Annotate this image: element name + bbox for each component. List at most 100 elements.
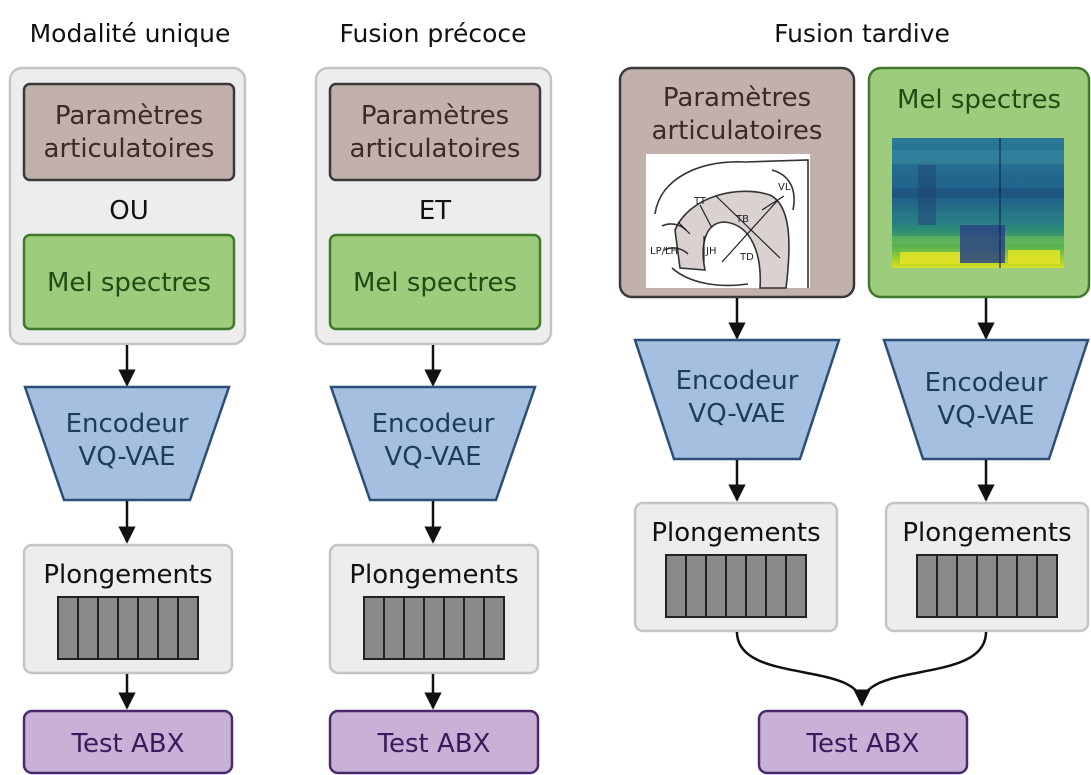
encoder-right-label-line2: VQ-VAE — [937, 401, 1034, 431]
abx-test-box — [22, 709, 234, 775]
embeddings-left-label: Plongements — [651, 518, 820, 548]
embedding-cell — [57, 596, 79, 660]
embedding-vector — [57, 596, 199, 660]
abx-test-label: Test ABX — [71, 729, 185, 759]
embedding-cell — [137, 596, 159, 660]
embeddings-label: Plongements — [43, 560, 212, 590]
articulatory-label-line2: articulatoires — [652, 116, 823, 146]
embedding-cell — [916, 554, 938, 618]
embedding-cell — [936, 554, 958, 618]
vocal-tract-label-lplh: LP/LH — [650, 246, 678, 257]
embedding-cell — [725, 554, 747, 618]
embedding-cell — [97, 596, 119, 660]
encoder-shape-left — [633, 338, 841, 461]
encoder-label-line2: VQ-VAE — [78, 442, 175, 472]
encoder-label-line1: Encodeur — [66, 409, 189, 439]
fusion-curve-right — [860, 631, 988, 706]
vocal-tract-label-td: TD — [739, 252, 754, 263]
title-early-fusion: Fusion précoce — [339, 19, 526, 48]
velum-outline — [771, 169, 795, 211]
embedding-vector — [363, 596, 505, 660]
encoder-shape-right — [882, 338, 1090, 461]
measure-td — [721, 199, 779, 263]
palate-outline — [654, 159, 809, 288]
mel-label: Mel spectres — [353, 268, 517, 298]
vocal-tract-illustration: TT TB VL LP/LH JH TD — [646, 154, 810, 289]
measure-tb — [715, 195, 781, 259]
articulatory-box — [22, 82, 236, 182]
spectrogram-band — [900, 252, 960, 264]
abx-test-box — [757, 709, 969, 775]
column-single-modality: Paramètres articulatoires OU Mel spectre… — [8, 66, 247, 775]
encoder-shape — [23, 385, 231, 502]
embeddings-label: Plongements — [349, 560, 518, 590]
embedding-vector-right — [916, 554, 1058, 618]
abx-test-box — [328, 709, 540, 775]
embedding-cell — [483, 596, 505, 660]
vocal-tract-label-tt: TT — [693, 196, 707, 207]
embedding-cell — [956, 554, 978, 618]
articulatory-box — [328, 82, 542, 182]
encoder-left-label-line1: Encodeur — [676, 366, 799, 396]
measure-vl — [761, 195, 785, 211]
embedding-cell — [463, 596, 485, 660]
embedding-cell — [745, 554, 767, 618]
embedding-cell — [705, 554, 727, 618]
embedding-cell — [363, 596, 385, 660]
embedding-cell — [403, 596, 425, 660]
mel-box — [22, 233, 236, 331]
embedding-cell — [177, 596, 199, 660]
vocal-tract-label-jh: JH — [705, 246, 716, 257]
embedding-cell — [157, 596, 179, 660]
encoder-left-label-line2: VQ-VAE — [688, 399, 785, 429]
mel-label: Mel spectres — [47, 268, 211, 298]
mel-spectrogram-image — [892, 138, 1064, 268]
or-connector: OU — [109, 196, 149, 226]
column-late-fusion: Paramètres articulatoires TT TB VL LP/LH… — [618, 66, 1091, 775]
spectrogram-band — [892, 212, 1064, 224]
articulatory-label-line1: Paramètres — [361, 101, 509, 131]
measure-tt — [699, 204, 713, 229]
embedding-cell — [383, 596, 405, 660]
fusion-curve-left — [735, 631, 871, 707]
spectrogram-dark-region — [960, 225, 1005, 263]
embedding-cell — [996, 554, 1018, 618]
articulatory-label-line2: articulatoires — [44, 134, 215, 164]
embedding-cell — [685, 554, 707, 618]
embedding-cell — [976, 554, 998, 618]
articulatory-label-line1: Paramètres — [663, 83, 811, 113]
vocal-tract-label-tb: TB — [735, 214, 749, 225]
embedding-cell — [77, 596, 99, 660]
column-early-fusion: Paramètres articulatoires ET Mel spectre… — [314, 66, 553, 775]
articulatory-label-line1: Paramètres — [55, 101, 203, 131]
spectrogram-band — [892, 150, 1064, 164]
embedding-cell — [117, 596, 139, 660]
abx-test-label: Test ABX — [806, 729, 920, 759]
encoder-label-line2: VQ-VAE — [384, 442, 481, 472]
mel-label: Mel spectres — [897, 85, 1061, 115]
embedding-vector-left — [665, 554, 807, 618]
spectrogram-dark-region — [918, 165, 936, 225]
encoder-right-label-line1: Encodeur — [925, 368, 1048, 398]
embedding-cell — [423, 596, 445, 660]
and-connector: ET — [419, 196, 451, 226]
tongue-shape — [674, 190, 790, 289]
articulatory-label-line2: articulatoires — [350, 134, 521, 164]
abx-test-label: Test ABX — [377, 729, 491, 759]
vocal-tract-label-vl: VL — [778, 182, 791, 193]
embedding-cell — [443, 596, 465, 660]
embedding-cell — [785, 554, 807, 618]
embedding-cell — [765, 554, 787, 618]
embeddings-right-label: Plongements — [902, 518, 1071, 548]
encoder-shape — [329, 385, 537, 502]
title-late-fusion: Fusion tardive — [774, 19, 950, 48]
spectrogram-band — [1008, 250, 1060, 264]
spectrogram-band — [892, 188, 1064, 198]
mel-box — [328, 233, 542, 331]
jaw-outline — [671, 267, 749, 287]
measure-lp — [677, 221, 691, 235]
title-single-modality: Modalité unique — [30, 19, 231, 48]
embedding-cell — [1036, 554, 1058, 618]
encoder-label-line1: Encodeur — [372, 409, 495, 439]
